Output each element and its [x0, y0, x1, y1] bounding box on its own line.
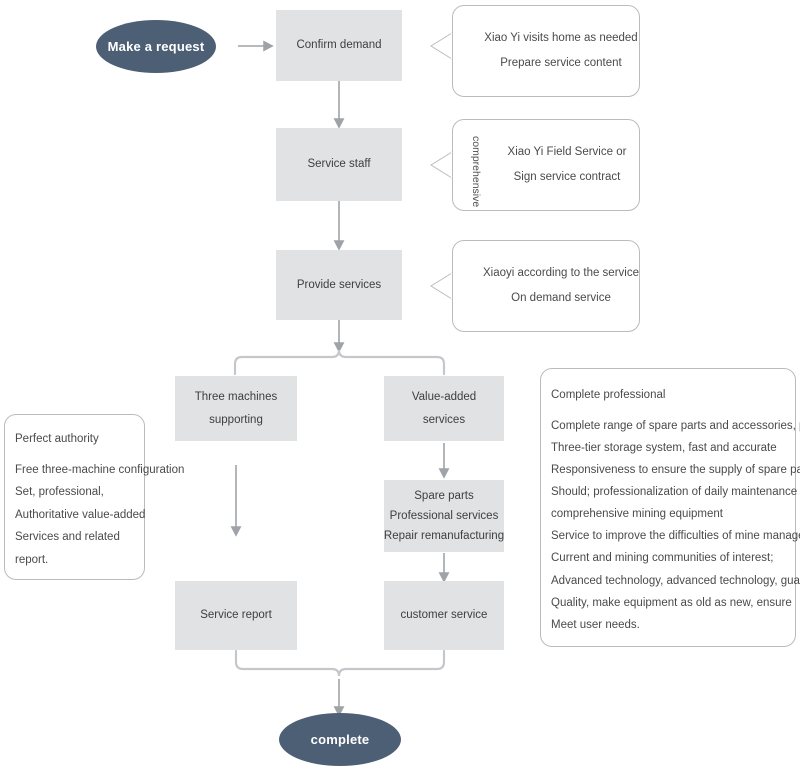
process-spare-parts[interactable]: Spare parts Professional services Repair…: [384, 480, 504, 552]
end-terminator[interactable]: complete: [279, 713, 401, 766]
process-label: services: [422, 413, 466, 426]
callout-side-label: comprehensive: [470, 136, 482, 208]
process-label: Spare parts: [414, 489, 474, 502]
callout-line: Xiao Yi visits home as needed: [484, 31, 638, 44]
process-label: Service report: [200, 609, 272, 622]
note-line: Should; professionalization of daily mai…: [551, 486, 800, 499]
note-line: Responsiveness to ensure the supply of s…: [551, 464, 800, 477]
callout-line: Prepare service content: [500, 57, 622, 69]
process-customer-service[interactable]: customer service: [384, 581, 504, 650]
callout-line: On demand service: [511, 292, 611, 304]
start-terminator-label: Make a request: [107, 39, 205, 54]
callout-line: Xiaoyi according to the service: [483, 266, 639, 279]
callout-line: Xiao Yi Field Service or: [507, 145, 627, 158]
note-title: Perfect authority: [15, 433, 99, 445]
note-line: Set, professional,: [15, 486, 104, 499]
note-line: Service to improve the difficulties of m…: [551, 530, 800, 543]
end-terminator-label: complete: [310, 732, 370, 747]
note-line: Current and mining communities of intere…: [551, 552, 774, 565]
note-line: Three-tier storage system, fast and accu…: [551, 442, 777, 455]
process-label: Provide services: [296, 278, 382, 291]
process-label: Three machines: [194, 391, 278, 404]
process-value-added-services[interactable]: Value-added services: [384, 376, 504, 441]
process-label: Confirm demand: [296, 39, 382, 52]
note-line: Complete range of spare parts and access…: [551, 420, 800, 432]
note-line: Meet user needs.: [551, 618, 640, 631]
note-title: Complete professional: [551, 389, 666, 401]
process-three-machines-supporting[interactable]: Three machines supporting: [175, 376, 297, 441]
callout-service-staff[interactable]: comprehensive Xiao Yi Field Service or S…: [452, 119, 640, 211]
note-body: Complete range of spare parts and access…: [551, 415, 800, 636]
process-label: customer service: [400, 609, 488, 622]
note-complete-professional[interactable]: Complete professional Complete range of …: [540, 368, 800, 647]
callout-provide-services[interactable]: Xiaoyi according to the service On deman…: [452, 240, 640, 332]
callout-line: Sign service contract: [513, 171, 621, 183]
process-label: Repair remanufacturing: [383, 530, 505, 543]
callout-text: Xiao Yi Field Service or Sign service co…: [505, 120, 629, 210]
note-line: report.: [15, 553, 49, 566]
callout-tail-3: [430, 272, 453, 300]
process-provide-services[interactable]: Provide services: [276, 250, 402, 320]
start-terminator[interactable]: Make a request: [96, 20, 216, 73]
callout-tail-2: [430, 151, 453, 179]
note-perfect-authority[interactable]: Perfect authority Free three-machine con…: [4, 414, 185, 580]
callout-text: Xiaoyi according to the service On deman…: [483, 241, 639, 331]
process-label: Professional services: [389, 509, 499, 522]
note-line: comprehensive mining equipment: [551, 508, 723, 521]
process-confirm-demand[interactable]: Confirm demand: [276, 10, 402, 81]
callout-tail-1: [430, 32, 453, 60]
note-line: Advanced technology, advanced technology…: [551, 574, 800, 587]
callout-text: Xiao Yi visits home as needed Prepare se…: [484, 6, 637, 96]
note-line: Quality, make equipment as old as new, e…: [551, 596, 792, 609]
process-service-report[interactable]: Service report: [175, 581, 297, 650]
brace-split-services: [233, 349, 446, 376]
process-label: supporting: [209, 413, 263, 426]
note-line: Authoritative value-added: [15, 508, 146, 521]
process-service-staff[interactable]: Service staff: [276, 128, 402, 201]
process-label: Service staff: [307, 158, 371, 171]
callout-confirm-demand[interactable]: Xiao Yi visits home as needed Prepare se…: [452, 5, 640, 97]
brace-merge-complete: [234, 649, 446, 677]
note-body: Free three-machine configuration Set, pr…: [15, 459, 185, 571]
note-line: Services and related: [15, 531, 120, 544]
process-label: Value-added: [411, 391, 477, 404]
note-line: Free three-machine configuration: [15, 464, 185, 476]
